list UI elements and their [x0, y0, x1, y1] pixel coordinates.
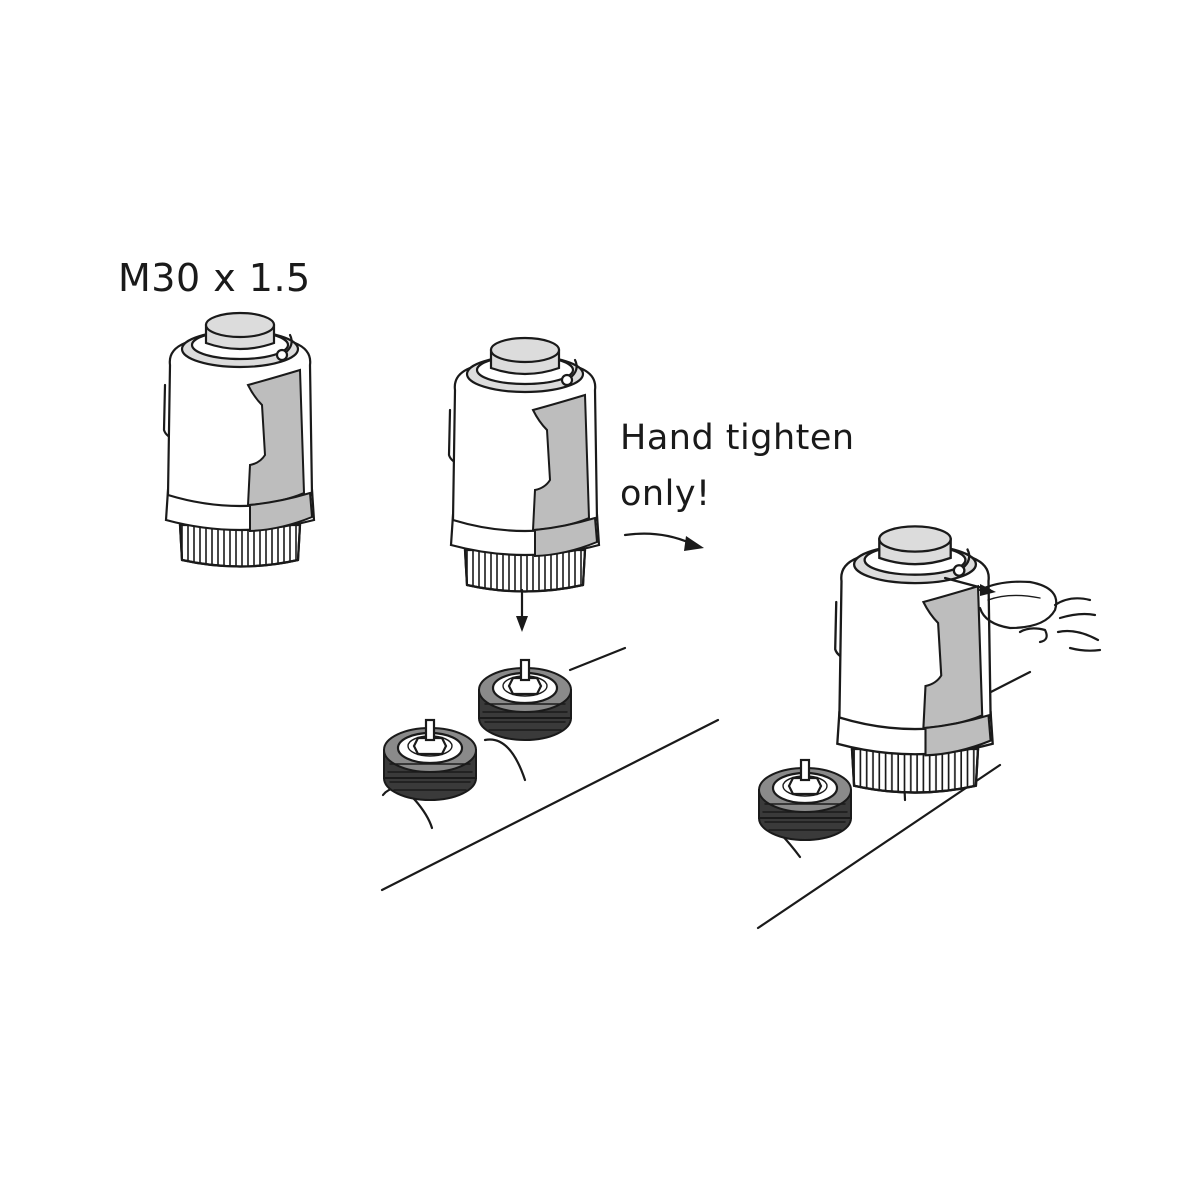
down-arrow-head-icon	[516, 616, 528, 632]
actuator-standalone	[162, 311, 316, 568]
clip-arrow-head-icon	[980, 584, 996, 596]
hand-icon	[1018, 597, 1102, 652]
valve-adapter-mounted	[757, 758, 853, 842]
thread-size-label: M30 x 1.5	[118, 256, 311, 300]
hand-tighten-note: Hand tighten only!	[620, 410, 855, 522]
curved-arrow-icon	[623, 532, 692, 545]
valve-adapter-front	[382, 718, 478, 802]
curved-arrow-head-icon	[684, 536, 704, 551]
actuator-above-manifold	[380, 336, 720, 892]
valve-adapter-rear	[477, 658, 573, 742]
actuator-mounted-with-clip	[756, 525, 1102, 930]
retaining-clip-icon	[978, 580, 1058, 630]
hand-tighten-line-1: Hand tighten	[620, 418, 855, 458]
hand-tighten-line-2: only!	[620, 474, 711, 514]
